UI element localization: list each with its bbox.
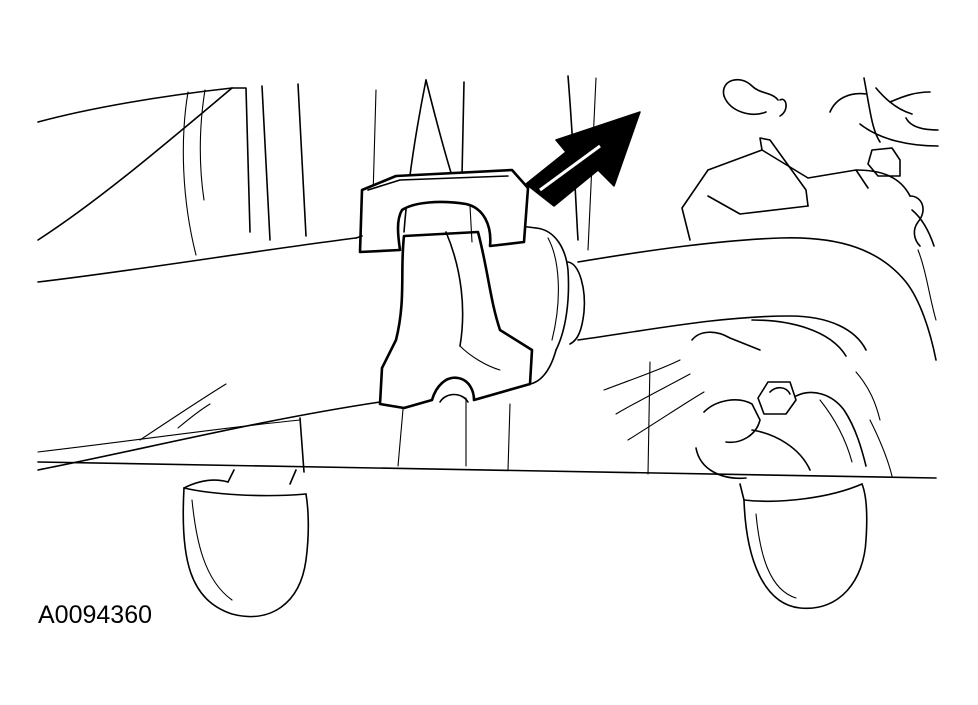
stabilizer-bar-bushing: [378, 230, 534, 410]
figure-id-label: A0094360: [38, 601, 153, 629]
lower-background-lines: [37, 319, 937, 480]
stabilizer-bar-clamp: [355, 168, 530, 254]
callout-arrow: [525, 111, 641, 207]
upper-right-components: [681, 77, 939, 321]
stabilizer-bar: [37, 225, 937, 471]
lower-left-support: [182, 469, 310, 618]
lower-right-support: [739, 483, 868, 610]
